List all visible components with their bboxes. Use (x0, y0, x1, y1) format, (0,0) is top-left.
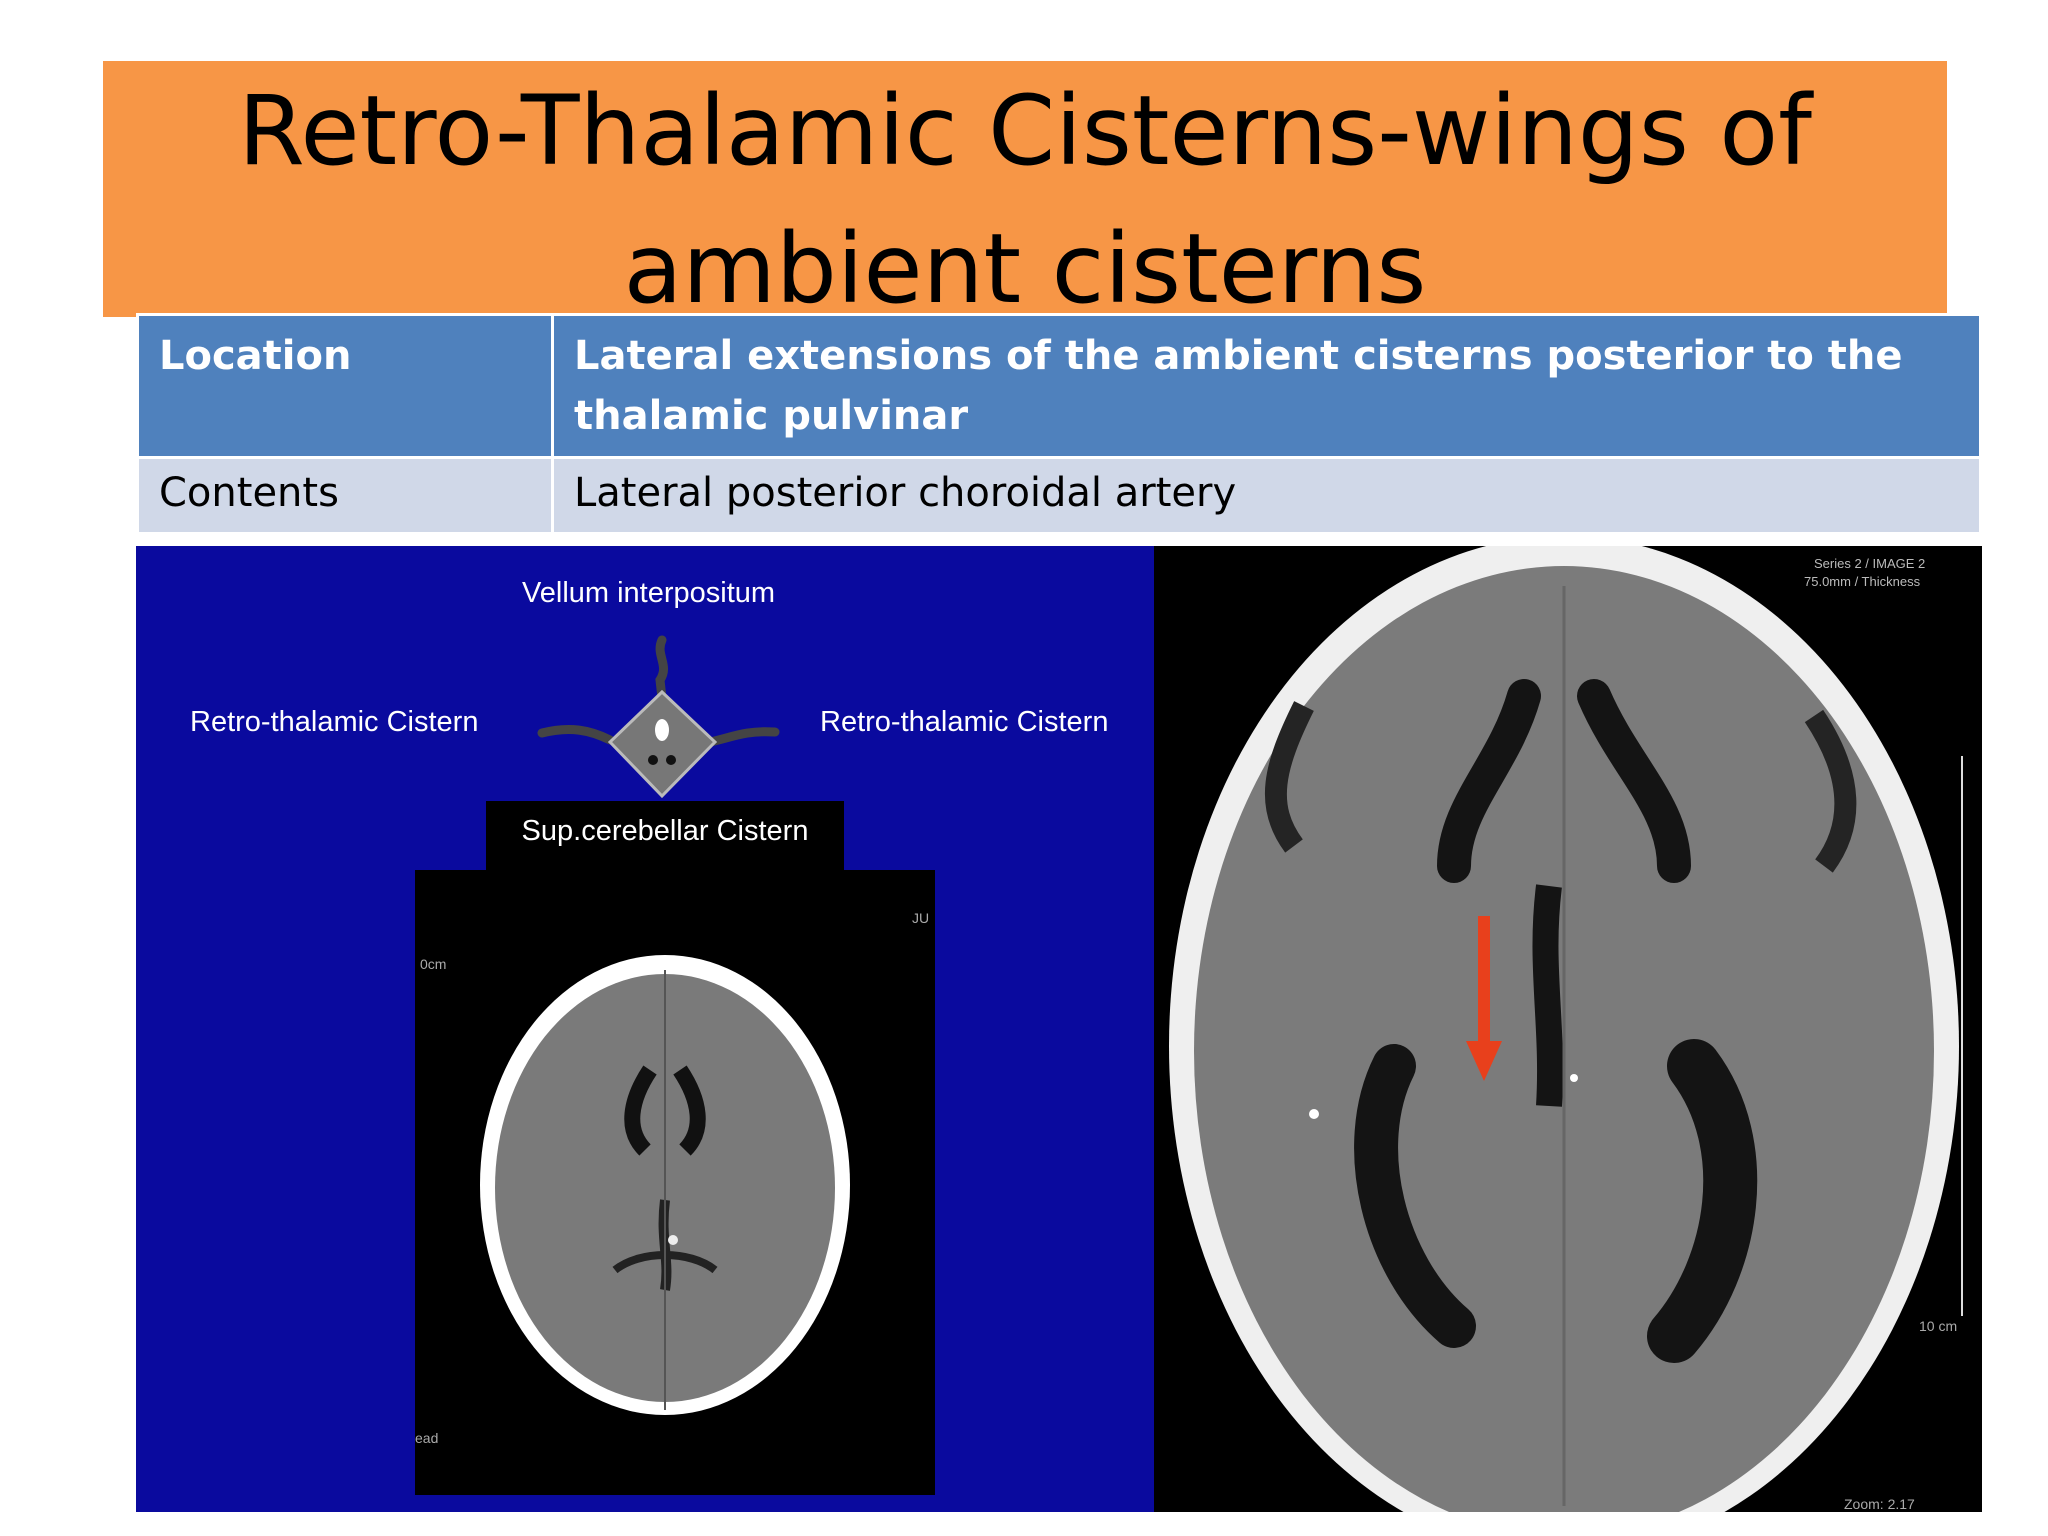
ct-thickness-text: 75.0mm / Thickness (1804, 574, 1921, 589)
title-line-2: ambient cisterns (623, 213, 1427, 325)
table-row: Contents Lateral posterior choroidal art… (136, 456, 1982, 535)
ct-scale-text: 10 cm (1919, 1318, 1958, 1334)
retro-thalamic-right-label: Retro-thalamic Cistern (820, 706, 1109, 738)
title-banner (103, 61, 1947, 317)
ct-zoom-text: Zoom: 2.17 (1844, 1496, 1915, 1512)
ct-small-corner-text: JU (912, 910, 930, 926)
row-label: Contents (136, 456, 554, 535)
ct-scan-large: Series 2 / IMAGE 2 75.0mm / Thickness 10… (1154, 536, 1982, 1536)
slide-title: Retro-Thalamic Cisterns-wings of ambient… (103, 62, 1947, 338)
info-table: Location Lateral extensions of the ambie… (136, 313, 1982, 535)
title-line-1: Retro-Thalamic Cisterns-wings of (238, 75, 1812, 187)
retro-thalamic-left-label: Retro-thalamic Cistern (190, 706, 479, 738)
sup-cerebellar-label: Sup.cerebellar Cistern (486, 801, 844, 871)
brain-scan-small-image (480, 955, 850, 1415)
row-value: Lateral extensions of the ambient cister… (551, 313, 1982, 459)
cistern-diagram (537, 635, 780, 799)
row-value: Lateral posterior choroidal artery (551, 456, 1982, 535)
ct-series-text: Series 2 / IMAGE 2 (1814, 556, 1926, 571)
table-row: Location Lateral extensions of the ambie… (136, 313, 1982, 459)
vellum-label: Vellum interpositum (522, 577, 776, 609)
row-label: Location (136, 313, 554, 459)
ct-small-scale-text: 0cm (420, 956, 447, 972)
brain-scan-large-image (1169, 536, 1963, 1536)
ct-scan-small: 0cm JU ead (415, 870, 935, 1495)
ct-small-bottom-text: ead (415, 1430, 439, 1446)
